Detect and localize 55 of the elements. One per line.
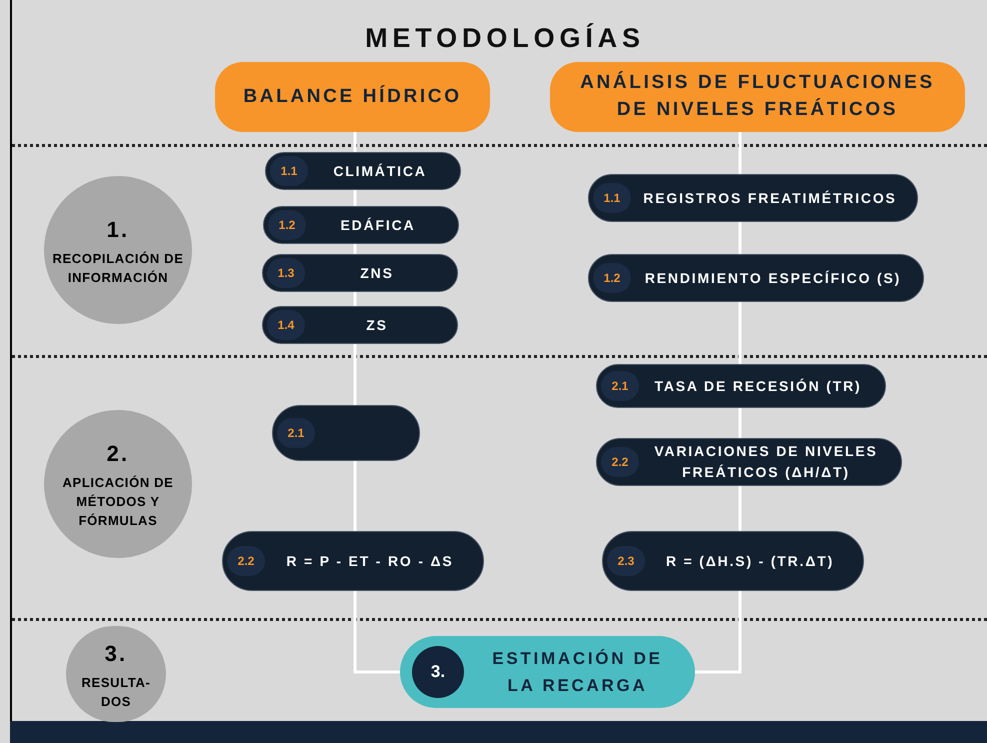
- connector-line: [354, 190, 356, 206]
- connector-line: [738, 132, 742, 174]
- connector-line: [354, 461, 356, 531]
- connector-line: [738, 408, 742, 438]
- step-label: ZNS: [359, 264, 395, 282]
- step-number: 2.1: [601, 371, 639, 401]
- connector-line: [738, 486, 742, 531]
- phase-title: ANÁLISIS DE FLUCTUACIONES DE NIVELES FREÁTICOS: [579, 70, 936, 122]
- phase-title: BALANCE HÍDRICO: [243, 84, 462, 109]
- connector-line: [354, 132, 356, 152]
- step-pill: [596, 438, 902, 486]
- step-number: 2.3: [607, 546, 645, 576]
- step-label: CLIMÁTICA: [332, 162, 428, 180]
- step-label: EDÁFICA: [340, 216, 416, 234]
- step-number: 1.1: [593, 183, 631, 213]
- stage-label: RECOPILACIÓN DE INFORMACIÓN: [52, 250, 184, 286]
- connector-line: [695, 591, 742, 674]
- connector-line: [354, 344, 356, 405]
- step-label: ZS: [365, 316, 389, 334]
- step-number: 1.1: [270, 156, 308, 186]
- step-number: 1.2: [268, 210, 306, 240]
- step-number: 2.2: [227, 546, 265, 576]
- step-number: 1.2: [593, 263, 631, 293]
- step-label: R = (ΔH.S) - (TR.ΔT): [664, 552, 836, 571]
- step-label: R = P - ET - RO - ΔS: [285, 552, 455, 570]
- connector-line: [354, 244, 356, 254]
- step-pill: [588, 254, 924, 302]
- phase-header: [550, 62, 965, 132]
- step-number: 2.1: [277, 418, 315, 448]
- result-label: ESTIMACIÓN DE LA RECARGA: [491, 648, 664, 697]
- connector-line: [354, 591, 400, 674]
- step-pill: [265, 152, 461, 190]
- step-label: REGISTROS FREATIMÉTRICOS: [642, 188, 898, 208]
- stage-number: 3.: [104, 640, 128, 668]
- step-label: VARIACIONES DE NIVELES FREÁTICOS (ΔH/ΔT): [653, 442, 879, 482]
- step-label: RENDIMIENTO ESPECÍFICO (S): [644, 268, 902, 288]
- diagram-title: METODOLOGÍAS: [364, 22, 646, 55]
- stage-label: RESULTA- DOS: [80, 674, 152, 710]
- step-pill: [263, 206, 459, 244]
- step-number: 2.2: [601, 447, 639, 477]
- phase-header: [215, 62, 490, 132]
- stage-number: 2.: [106, 440, 130, 468]
- step-pill: [596, 364, 886, 408]
- step-number: 1.3: [267, 258, 305, 288]
- step-pill: [262, 254, 458, 292]
- result-number: 3.: [412, 646, 464, 698]
- step-number: 1.4: [267, 310, 305, 340]
- step-pill: [588, 174, 918, 222]
- step-pill: [262, 306, 458, 344]
- connector-line: [738, 302, 742, 364]
- stage-label: APLICACIÓN DE MÉTODOS Y FÓRMULAS: [61, 474, 174, 530]
- connector-line: [354, 292, 356, 306]
- connector-line: [738, 222, 742, 254]
- step-label: TASA DE RECESIÓN (TR): [654, 376, 862, 396]
- stage-number: 1.: [106, 216, 130, 244]
